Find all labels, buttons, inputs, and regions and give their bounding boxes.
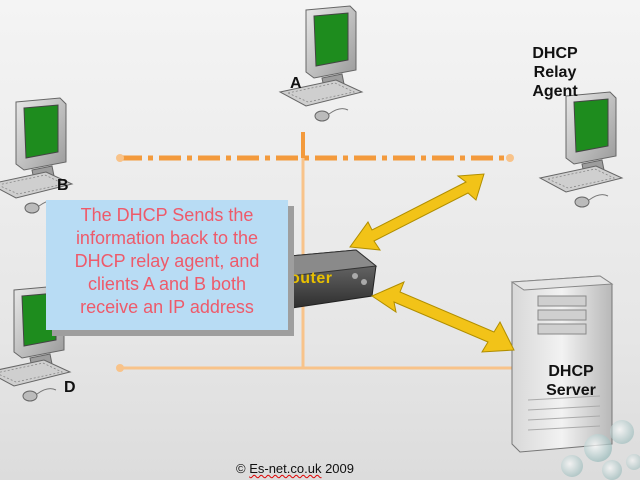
server-tower-icon bbox=[510, 275, 614, 453]
double-arrow-router-server-icon bbox=[370, 281, 515, 353]
node-label-d: D bbox=[64, 379, 76, 396]
computer-b-icon bbox=[0, 97, 73, 214]
relay-agent-label: DHCP Relay Agent bbox=[532, 45, 578, 100]
decorative-bubbles bbox=[561, 420, 640, 480]
computer-a-icon bbox=[279, 5, 363, 122]
node-label-a: A bbox=[290, 75, 302, 92]
router-label: outer bbox=[290, 270, 333, 287]
dhcp-server-label: DHCP Server bbox=[546, 363, 596, 399]
node-label-b: B bbox=[57, 177, 69, 194]
explanation-callout: The DHCP Sends the information back to t… bbox=[46, 200, 288, 330]
copyright-footer: © Es-net.co.uk 2009 bbox=[236, 461, 355, 476]
computer-relay-icon bbox=[539, 91, 623, 208]
double-arrow-relay-router-icon bbox=[349, 173, 485, 251]
